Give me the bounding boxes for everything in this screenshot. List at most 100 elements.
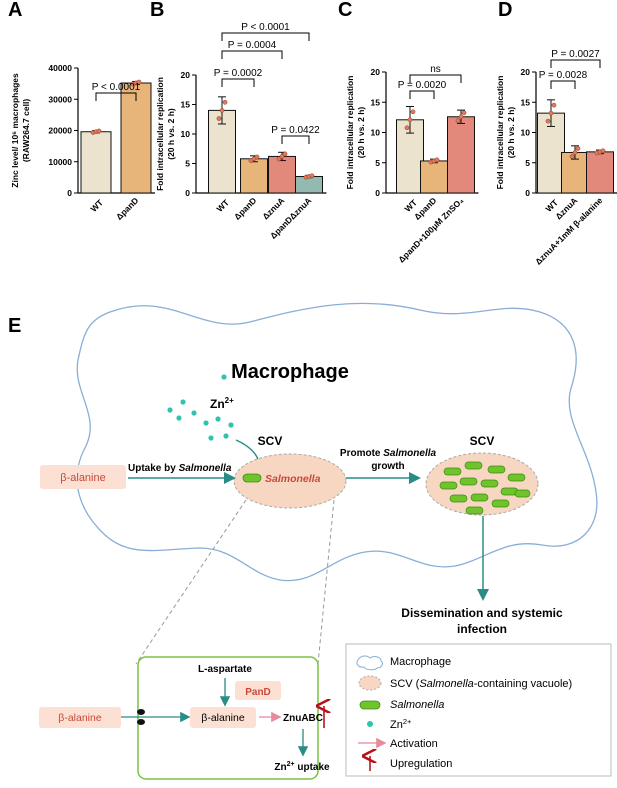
category-label: WT — [88, 197, 105, 214]
panel-label: C — [338, 0, 352, 21]
data-point — [404, 125, 410, 131]
y-tick-label: 20 — [181, 70, 191, 80]
y-tick-label: 15 — [181, 100, 191, 110]
y-axis-label: Fold intracellular replication(20 h vs. … — [345, 76, 366, 190]
y-tick-label: 0 — [525, 188, 530, 198]
panel-label: B — [150, 0, 164, 21]
p-value-label: ns — [430, 64, 441, 75]
bar — [295, 175, 323, 194]
bar — [268, 155, 296, 194]
y-tick-label: 0 — [375, 188, 380, 198]
macrophage-outline — [76, 302, 598, 582]
salmonella-cell — [507, 473, 526, 482]
data-point — [407, 117, 413, 123]
transporter-icon — [137, 709, 145, 725]
y-tick-label: 5 — [375, 158, 380, 168]
salmonella-cell — [514, 489, 531, 498]
data-point — [276, 156, 282, 162]
y-tick-label: 10 — [371, 128, 381, 138]
comparison-bracket — [221, 50, 283, 59]
znuabc-label: ZnuABC — [283, 713, 323, 724]
data-point — [551, 102, 557, 108]
zinc-dot — [228, 422, 234, 428]
data-point — [279, 154, 285, 159]
y-tick-label: 10 — [521, 128, 531, 138]
bar — [120, 82, 152, 194]
y-axis-label-line: (RAW264.7 cell) — [21, 99, 31, 162]
beta-alanine-box — [40, 465, 126, 489]
p-value-label: P = 0.0002 — [214, 68, 263, 79]
beta-alanine-label: β-alanine — [60, 472, 105, 484]
y-tick-label: 20 — [371, 67, 381, 77]
legend-salmonella-icon — [359, 700, 381, 710]
zinc-dot — [203, 420, 209, 426]
data-point — [600, 148, 606, 154]
data-point — [458, 114, 464, 120]
y-axis-label-line: Fold intracellular replication — [345, 76, 355, 190]
p-value-label: P < 0.0001 — [241, 22, 290, 33]
beta-alanine-inside-label: β-alanine — [201, 712, 245, 724]
data-point — [410, 109, 416, 115]
comparison-bracket — [550, 80, 576, 89]
y-tick-label: 10 — [181, 129, 191, 139]
zinc-dot — [215, 416, 221, 422]
pand-box — [235, 681, 281, 700]
panel-e-diagram: E Macrophage Zn2+ SCV SCV Salmonella — [8, 302, 612, 780]
y-axis-label-line: (20 h vs. 2 h) — [356, 107, 366, 159]
l-aspartate-label: L-aspartate — [198, 664, 252, 675]
category-label: ΔpanD — [114, 195, 140, 221]
comparison-bracket — [550, 59, 601, 68]
zinc-dot — [223, 433, 229, 439]
legend-box — [345, 643, 612, 777]
zinc-dot — [191, 410, 197, 416]
dissemination-line2: infection — [457, 622, 507, 636]
y-axis-label-line: Zinc level/ 10⁶ macrophages — [10, 73, 20, 188]
y-axis-label: Zinc level/ 10⁶ macrophages(RAW264.7 cel… — [10, 73, 31, 188]
zinc-dot — [180, 399, 186, 405]
bar — [447, 116, 475, 194]
uptake-label: Uptake by Salmonella — [128, 463, 232, 474]
scv-right-label: SCV — [470, 434, 495, 448]
comparison-bracket — [281, 135, 310, 144]
legend: Macrophage SCV (Salmonella-containing va… — [356, 655, 572, 771]
promote-label-line2: growth — [371, 461, 404, 472]
y-tick-label: 0 — [185, 188, 190, 198]
zinc-dot — [167, 407, 173, 413]
legend-salmonella: Salmonella — [390, 699, 444, 711]
comparison-bracket — [221, 78, 255, 87]
data-point — [136, 79, 142, 85]
zinc-dot — [221, 374, 227, 380]
p-value-label: P < 0.0001 — [92, 82, 141, 93]
y-tick-label: 0 — [67, 188, 72, 198]
salmonella-cell — [465, 506, 484, 515]
scv-left — [233, 453, 347, 509]
y-tick-label: 30000 — [48, 94, 72, 104]
zinc-dot — [208, 435, 214, 441]
scv-left-label: SCV — [258, 434, 283, 448]
data-point — [282, 151, 288, 157]
bar — [420, 160, 448, 194]
data-point — [461, 110, 467, 116]
salmonella-label: Salmonella — [265, 473, 321, 485]
legend-activation: Activation — [390, 738, 438, 750]
zoom-line-left — [135, 499, 247, 665]
category-label: ΔpanD — [232, 195, 258, 221]
y-tick-label: 15 — [371, 97, 381, 107]
beta-alanine-inside-box — [190, 707, 256, 728]
comparison-bracket — [95, 92, 137, 101]
salmonella-cell — [480, 479, 499, 488]
data-point — [434, 157, 440, 163]
zoom-line-right — [317, 499, 335, 665]
data-point — [575, 146, 581, 151]
p-value-label: P = 0.0020 — [398, 80, 447, 91]
legend-zinc-icon — [367, 721, 373, 727]
legend-macrophage-icon — [356, 655, 383, 671]
p-value-label: P = 0.0422 — [271, 125, 320, 136]
macrophage-title: Macrophage — [231, 361, 349, 383]
p-value-label: P = 0.0004 — [228, 40, 277, 51]
